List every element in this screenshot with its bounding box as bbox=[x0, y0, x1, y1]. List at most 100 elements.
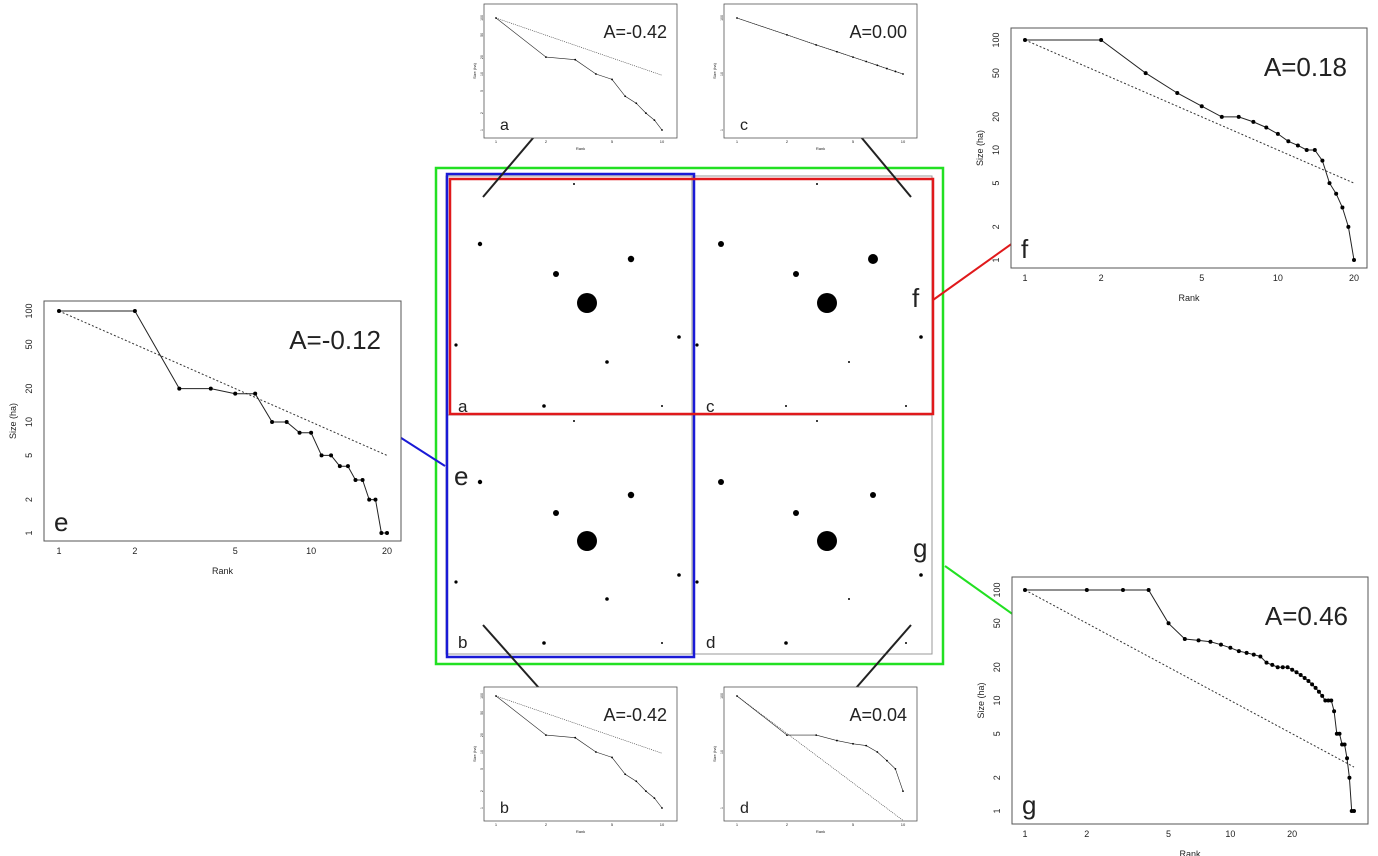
patch-dot bbox=[870, 492, 876, 498]
data-point bbox=[661, 129, 663, 131]
y-tick-label: 20 bbox=[480, 733, 484, 737]
data-point bbox=[1228, 645, 1233, 650]
y-tick-label: 50 bbox=[480, 33, 484, 37]
patch-dot bbox=[661, 642, 663, 644]
x-tick-label: 5 bbox=[611, 139, 614, 144]
data-point bbox=[345, 464, 350, 469]
y-tick-label: 100 bbox=[480, 15, 484, 21]
data-point bbox=[1323, 698, 1328, 703]
x-tick-label: 1 bbox=[56, 546, 61, 556]
patch-dot bbox=[718, 241, 724, 247]
data-point bbox=[1316, 689, 1321, 694]
data-point bbox=[865, 60, 868, 63]
data-point bbox=[1270, 662, 1275, 667]
patch-dot bbox=[677, 335, 681, 339]
y-tick-label: 2 bbox=[992, 775, 1002, 780]
data-point bbox=[545, 734, 547, 737]
data-point bbox=[902, 73, 904, 75]
data-point bbox=[865, 744, 868, 747]
y-tick-label: 1 bbox=[720, 807, 724, 809]
y-tick-label: 50 bbox=[992, 618, 1002, 628]
x-tick-label: 10 bbox=[901, 139, 906, 144]
x-axis-label: Rank bbox=[1178, 293, 1200, 303]
patch-dot bbox=[905, 405, 907, 407]
y-axis-label: Size (ha) bbox=[472, 62, 477, 79]
data-point bbox=[1218, 642, 1223, 647]
data-point bbox=[1294, 670, 1299, 675]
data-point bbox=[1320, 158, 1325, 163]
data-point bbox=[1306, 679, 1311, 684]
data-point bbox=[1099, 38, 1104, 42]
x-tick-label: 2 bbox=[545, 822, 548, 827]
data-point bbox=[886, 759, 888, 762]
data-point bbox=[270, 420, 275, 424]
x-tick-label: 1 bbox=[736, 139, 739, 144]
chart-annotation: A=-0.42 bbox=[603, 22, 667, 42]
data-point bbox=[1143, 71, 1148, 76]
x-tick-label: 20 bbox=[382, 546, 392, 556]
data-point bbox=[894, 70, 897, 73]
data-point bbox=[1146, 588, 1151, 592]
map-quadrant-letter: b bbox=[458, 633, 467, 652]
data-point bbox=[177, 386, 182, 391]
y-tick-label: 2 bbox=[991, 224, 1001, 229]
x-tick-label: 2 bbox=[1084, 829, 1089, 839]
data-point bbox=[1347, 775, 1352, 780]
patch-dot bbox=[477, 241, 483, 247]
y-tick-label: 10 bbox=[720, 750, 724, 754]
data-point bbox=[319, 453, 324, 458]
data-point bbox=[1337, 731, 1342, 736]
data-point bbox=[297, 430, 302, 435]
data-point bbox=[1334, 191, 1339, 196]
map-quadrant-letter: c bbox=[706, 397, 715, 416]
data-point bbox=[1182, 637, 1187, 642]
data-point bbox=[624, 773, 627, 776]
x-tick-label: 2 bbox=[132, 546, 137, 556]
data-point bbox=[284, 420, 289, 424]
y-tick-label: 50 bbox=[480, 711, 484, 715]
y-axis-label: Size (ha) bbox=[975, 130, 985, 166]
data-point bbox=[1275, 131, 1280, 136]
x-tick-label: 20 bbox=[1349, 273, 1359, 283]
chart-annotation: A=0.00 bbox=[849, 22, 907, 42]
chart-panel-letter: g bbox=[1022, 790, 1036, 820]
y-axis-label: Size (ha) bbox=[712, 62, 717, 79]
y-tick-label: 10 bbox=[720, 72, 724, 76]
group-f-outline bbox=[448, 177, 935, 416]
data-point bbox=[1280, 665, 1285, 670]
data-point bbox=[894, 767, 897, 770]
data-point bbox=[233, 391, 238, 396]
data-point bbox=[1199, 104, 1204, 109]
data-point bbox=[611, 756, 613, 759]
data-point bbox=[385, 531, 389, 535]
map-quadrant-letter: a bbox=[458, 397, 468, 416]
data-point bbox=[574, 736, 577, 739]
x-axis-label: Rank bbox=[816, 146, 825, 151]
x-axis-label: Rank bbox=[816, 829, 825, 834]
patch-dot bbox=[454, 343, 458, 347]
chart-frame bbox=[483, 686, 678, 822]
map-quadrant-d: d bbox=[695, 420, 923, 652]
y-axis-label: Size (ha) bbox=[976, 682, 986, 718]
data-point bbox=[736, 17, 738, 19]
patch-dot bbox=[577, 531, 597, 551]
chart-frame bbox=[483, 3, 678, 139]
data-point bbox=[367, 497, 372, 502]
data-point bbox=[253, 391, 258, 396]
data-point bbox=[574, 58, 577, 61]
patch-dot bbox=[785, 405, 787, 407]
chart-frame bbox=[1010, 27, 1368, 269]
series-line bbox=[736, 695, 904, 792]
patch-dot bbox=[919, 573, 923, 577]
data-point bbox=[373, 497, 378, 502]
chart-frame bbox=[723, 686, 918, 822]
data-point bbox=[653, 797, 656, 800]
y-tick-label: 1 bbox=[720, 129, 724, 131]
data-point bbox=[876, 64, 879, 67]
patch-dot bbox=[542, 641, 546, 645]
reference-line bbox=[495, 695, 663, 754]
chart-panel-letter: e bbox=[54, 507, 68, 537]
